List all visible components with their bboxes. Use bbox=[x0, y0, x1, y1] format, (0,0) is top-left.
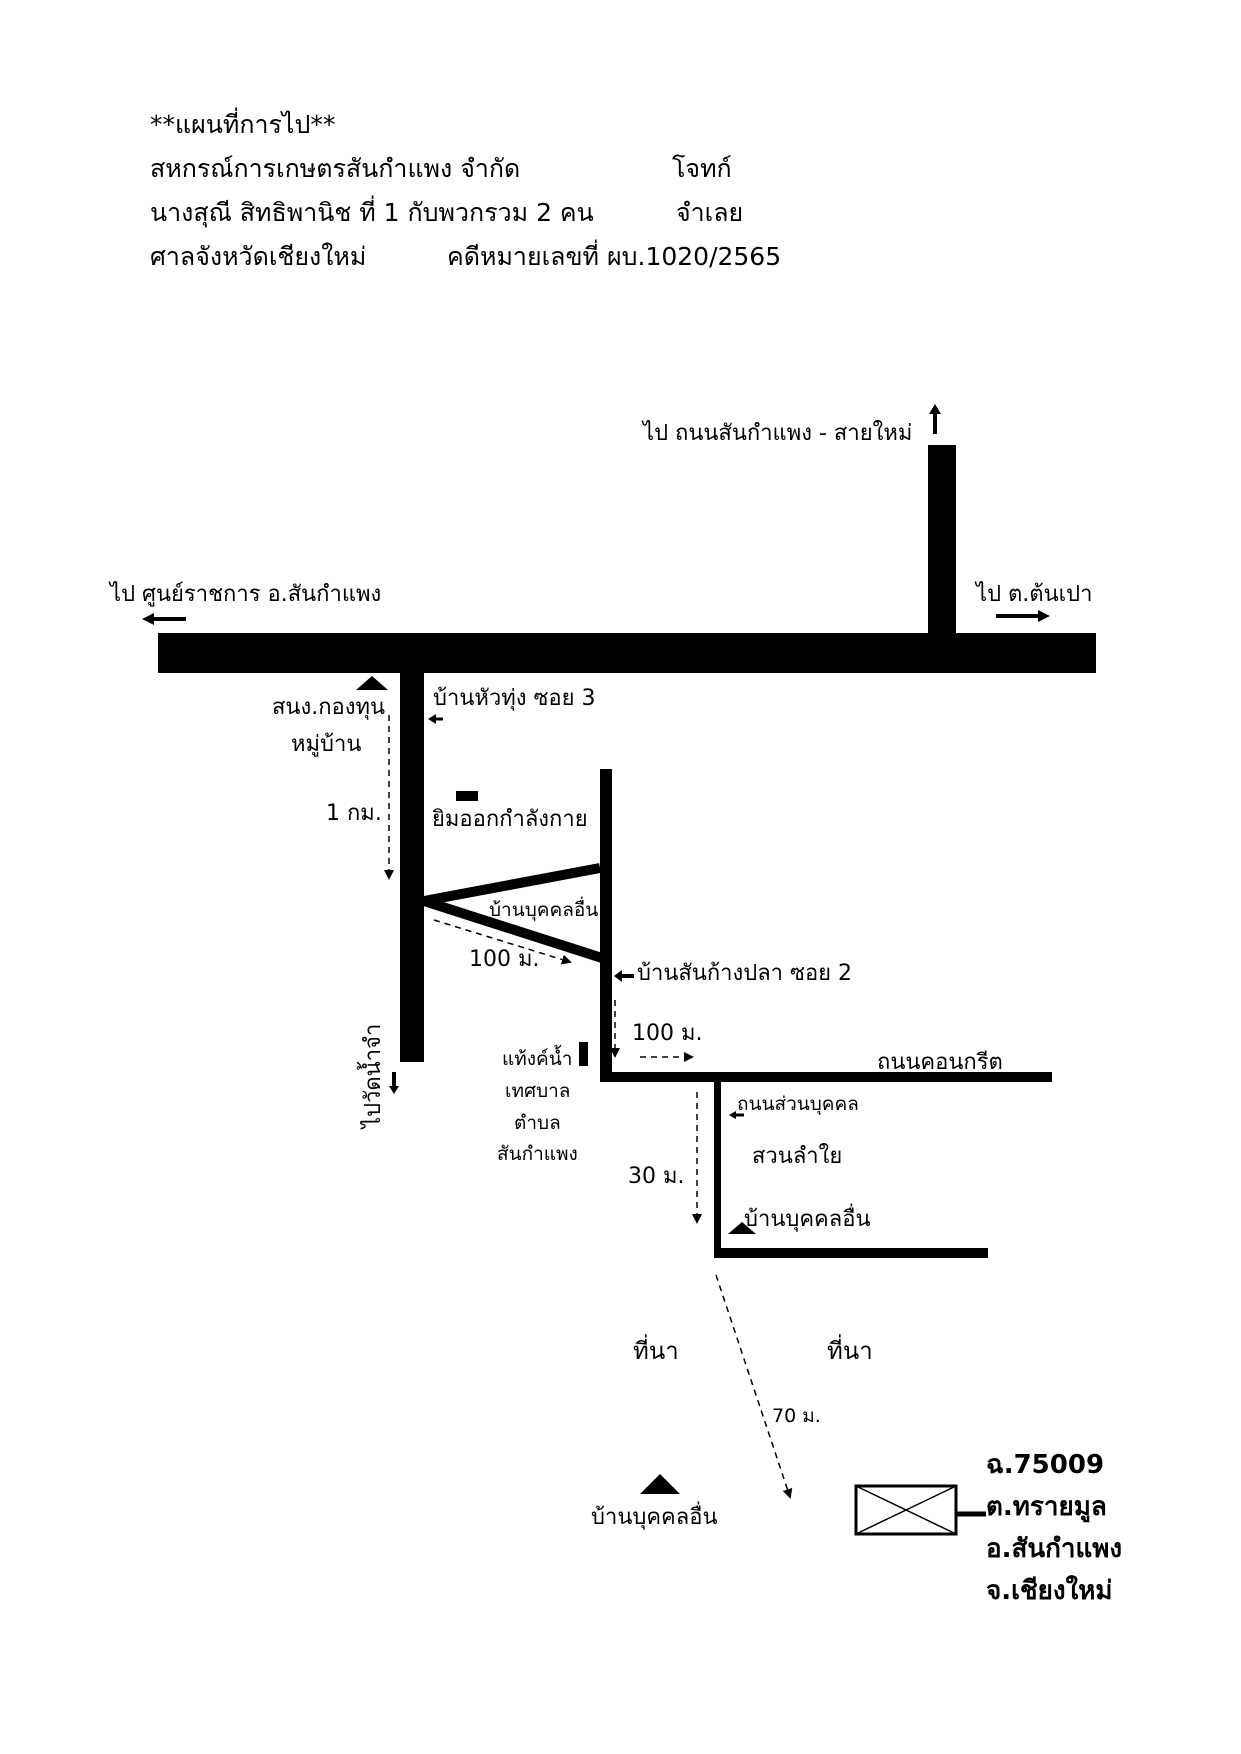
connector-road-lower bbox=[422, 896, 604, 963]
label-water-tank: สันกำแพง bbox=[497, 1143, 578, 1165]
west-arrow-icon bbox=[142, 613, 186, 625]
label-distance-100m: 100 ม. bbox=[469, 947, 539, 972]
label-water-tank: แท้งค์น้ำ bbox=[502, 1045, 572, 1070]
label-distance-100m: 100 ม. bbox=[632, 1021, 702, 1046]
label-soi3: บ้านหัวทุ่ง ซอย 3 bbox=[433, 686, 595, 711]
label-other-house: บ้านบุคคลอื่น bbox=[591, 1501, 718, 1530]
fund-office-marker-icon bbox=[356, 676, 388, 690]
target-plot-icon bbox=[854, 1484, 958, 1536]
east-arrow-icon bbox=[996, 610, 1050, 622]
header-line-plaintiff: สหกรณ์การเกษตรสันกำแพง จำกัด โจทก์ bbox=[150, 149, 1050, 193]
soi2-pointer-icon bbox=[614, 970, 634, 982]
gym-marker-icon bbox=[456, 791, 478, 801]
label-to-north: ไป ถนนสันกำแพง - สายใหม่ bbox=[641, 420, 912, 446]
label-distance-70m: 70 ม. bbox=[772, 1405, 821, 1427]
plaintiff-role: โจทก์ bbox=[672, 154, 732, 183]
house-marker-icon bbox=[728, 1222, 756, 1234]
label-longan-garden: สวนลำใย bbox=[752, 1143, 842, 1169]
label-gym: ยิมออกกำลังกาย bbox=[432, 807, 588, 832]
label-province: จ.เชียงใหม่ bbox=[986, 1575, 1113, 1606]
label-rice-field: ที่นา bbox=[633, 1334, 679, 1365]
label-concrete-road: ถนนคอนกรีต bbox=[877, 1050, 1003, 1075]
wat-arrow-icon bbox=[389, 1072, 399, 1094]
label-private-road: ถนนส่วนบุคคล bbox=[737, 1093, 859, 1116]
label-subdistrict: ต.ทรายมูล bbox=[986, 1492, 1107, 1523]
private-road-pointer-icon bbox=[729, 1111, 744, 1119]
water-tank-marker-icon bbox=[579, 1042, 588, 1066]
label-village: หมู่บ้าน bbox=[291, 732, 361, 757]
plaintiff-name: สหกรณ์การเกษตรสันกำแพง จำกัด bbox=[150, 154, 521, 183]
label-to-west: ไป ศูนย์ราชการ อ.สันกำแพง bbox=[108, 581, 381, 607]
label-water-tank: เทศบาล bbox=[505, 1080, 570, 1102]
court-name: ศาลจังหวัดเชียงใหม่ bbox=[150, 242, 367, 271]
soi3-road bbox=[400, 670, 424, 1062]
header-line-title: **แผนที่การไป** bbox=[150, 105, 1050, 149]
concrete-road bbox=[600, 1072, 1052, 1082]
label-other-house: บ้านบุคคลอื่น bbox=[744, 1203, 871, 1232]
main-road bbox=[158, 633, 1096, 673]
defendant-name: นางสุณี สิทธิพานิช ที่ 1 กับพวกรวม 2 คน bbox=[150, 198, 594, 227]
header-line-defendant: นางสุณี สิทธิพานิช ที่ 1 กับพวกรวม 2 คน … bbox=[150, 193, 1050, 237]
map-title: **แผนที่การไป** bbox=[150, 110, 336, 139]
label-to-east: ไป ต.ต้นเปา bbox=[974, 581, 1092, 607]
label-water-tank: ตำบล bbox=[514, 1112, 561, 1134]
label-distance-30m: 30 ม. bbox=[628, 1164, 684, 1189]
distance-line-70m bbox=[715, 1274, 793, 1499]
defendant-role: จำเลย bbox=[676, 198, 744, 227]
case-number: คดีหมายเลขที่ ผบ.1020/2565 bbox=[447, 242, 782, 271]
label-district: อ.สันกำแพง bbox=[986, 1534, 1122, 1564]
lower-road bbox=[714, 1248, 988, 1258]
label-other-house: บ้านบุคคลอื่น bbox=[489, 896, 598, 922]
label-distance-1km: 1 กม. bbox=[326, 801, 382, 826]
label-soi2: บ้านสันก้างปลา ซอย 2 bbox=[637, 961, 852, 986]
label-deed-number: ฉ.75009 bbox=[986, 1450, 1104, 1480]
private-road bbox=[714, 1080, 721, 1255]
north-arrow-icon bbox=[929, 404, 941, 434]
connector-road-upper bbox=[423, 863, 601, 906]
header-line-court: ศาลจังหวัดเชียงใหม่ คดีหมายเลขที่ ผบ.102… bbox=[150, 237, 1050, 281]
case-header: **แผนที่การไป** สหกรณ์การเกษตรสันกำแพง จ… bbox=[150, 105, 1050, 281]
north-road bbox=[928, 445, 956, 635]
label-to-wat: ไปวัดน้ำจำ bbox=[357, 1024, 386, 1130]
label-rice-field: ที่นา bbox=[827, 1334, 873, 1365]
distance-line-100m-a bbox=[433, 919, 572, 965]
label-fund-office: สนง.กองทุน bbox=[272, 695, 385, 720]
soi3-pointer-icon bbox=[428, 714, 443, 724]
house-marker-icon bbox=[640, 1474, 680, 1494]
soi2-road bbox=[600, 769, 612, 1079]
